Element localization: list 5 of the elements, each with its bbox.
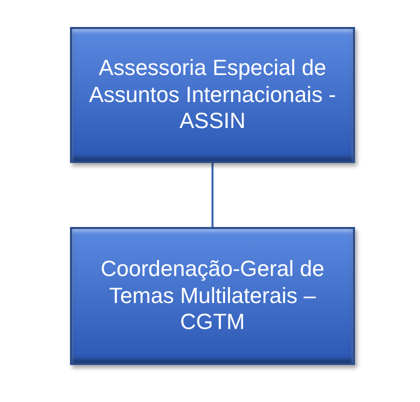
box-label: Coordenação-Geral de Temas Multilaterais – CGTM (100, 256, 326, 336)
org-box (70, 27, 355, 163)
org-box (70, 227, 355, 365)
box-label: Assessoria Especial de Assuntos Internacionais - ASSIN (88, 55, 338, 135)
connector-line (212, 163, 214, 227)
